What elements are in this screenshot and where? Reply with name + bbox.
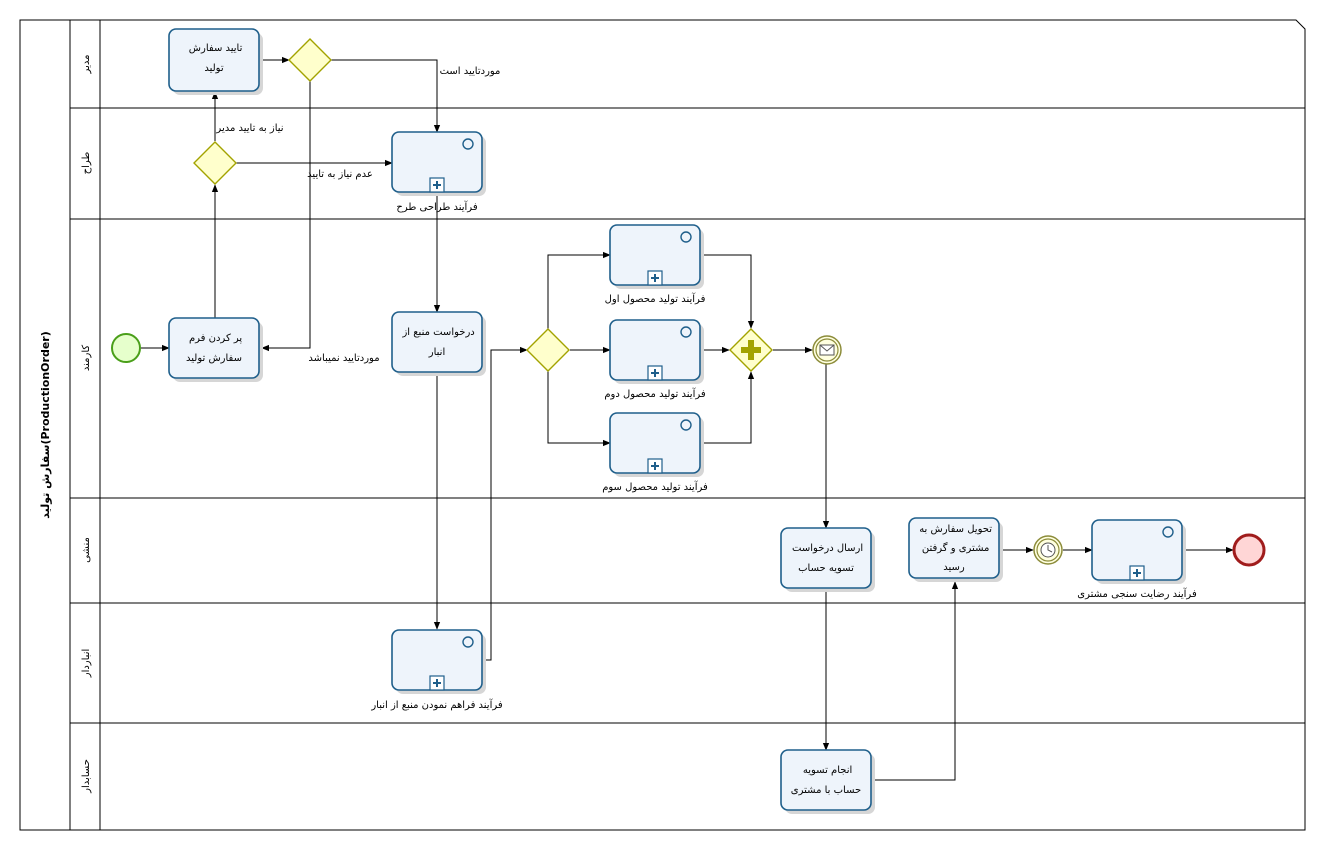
sequence-flows [141,56,1234,781]
lane-label-storekeeper: انباردار [81,649,92,679]
end-event-icon[interactable] [1232,533,1266,567]
plus-marker-icon [647,365,663,381]
flow-p3-join [701,371,755,444]
gateway-product-split[interactable] [526,328,570,372]
clock-icon[interactable] [1033,535,1063,565]
task-deliver-order[interactable]: تحویل سفارش به مشتری و گرفتن رسید [908,517,1003,582]
start-event-icon[interactable] [111,333,141,363]
subprocess-provide-resource-label: فرآیند فراهم نمودن منبع از انبار [370,698,503,711]
circle-marker-icon [462,138,474,150]
flow-label-not-approved: موردتایید نمیباشد [308,353,379,364]
flow-approved-design [331,59,441,133]
circle-marker-icon [680,326,692,338]
gateway-parallel-join[interactable] [729,328,773,372]
subprocess-design-label: فرآیند طراحی طرح [396,200,477,213]
lane-label-designer: طراح [81,152,92,175]
lane-labels: مدیر طراح کارمند منشی انباردار حسابدار [81,55,92,794]
plus-icon [741,340,761,360]
plus-marker-icon [429,675,445,691]
circle-marker-icon [680,231,692,243]
task-fill-form-label: پر کردن فرم سفارش تولید [186,333,243,364]
flow-p1-join [701,254,755,329]
task-approve-order[interactable]: تایید سفارش تولید [168,28,263,95]
plus-marker-icon [647,458,663,474]
circle-marker-icon [1162,526,1174,538]
subprocess-product1[interactable]: فرآیند تولید محصول اول [605,224,706,305]
task-approve-order-label: تایید سفارش تولید [186,43,243,74]
lane-label-accountant: حسابدار [81,759,92,794]
task-request-resource-label: درخواست منبع از انبار [399,327,474,358]
subprocess-product1-label: فرآیند تولید محصول اول [605,292,706,305]
task-fill-form[interactable]: پر کردن فرم سفارش تولید [168,317,263,382]
envelope-icon[interactable] [812,335,842,365]
task-request-resource[interactable]: درخواست منبع از انبار [391,311,486,376]
lane-label-manager: مدیر [81,55,92,75]
lane-label-employee: کارمند [81,345,92,371]
task-do-settlement-label: انجام تسویه حساب با مشتری [791,765,861,796]
plus-marker-icon [429,177,445,193]
flow-provide-gateway [484,346,528,661]
flow-label-approved: موردتایید است [440,66,501,77]
gateway-approval-decision[interactable] [288,38,332,82]
flow-split-p1 [547,251,611,330]
circle-marker-icon [462,636,474,648]
flow-label-no-approval: عدم نیاز به تایید [307,169,373,180]
flow-not-approved [261,81,311,352]
task-send-settlement[interactable]: ارسال درخواست تسویه حساب [780,527,875,592]
subprocess-product2-label: فرآیند تولید محصول دوم [604,387,706,400]
subprocess-satisfaction-label: فرآیند رضایت سنجی مشتری [1077,587,1197,600]
plus-marker-icon [647,270,663,286]
plus-marker-icon [1129,565,1145,581]
task-deliver-order-label: تحویل سفارش به مشتری و گرفتن رسید [916,524,992,573]
subprocess-provide-resource[interactable]: فرآیند فراهم نمودن منبع از انبار [370,629,503,711]
task-do-settlement[interactable]: انجام تسویه حساب با مشتری [780,749,875,814]
subprocess-product2[interactable]: فرآیند تولید محصول دوم [604,319,706,400]
lane-label-secretary: منشی [81,537,92,563]
gateway-needs-approval[interactable] [193,141,237,185]
subprocess-satisfaction[interactable]: فرآیند رضایت سنجی مشتری [1077,519,1197,600]
flow-labels: موردتایید است نیاز به تایید مدیر عدم نیا… [215,66,500,364]
subprocess-design[interactable]: فرآیند طراحی طرح [391,131,486,213]
circle-marker-icon [680,419,692,431]
flow-label-needs-approval: نیاز به تایید مدیر [215,123,283,134]
task-send-settlement-label: ارسال درخواست تسویه حساب [789,543,863,574]
flow-settle-deliver [872,581,959,781]
flow-split-p3 [547,371,611,447]
subprocess-product3[interactable]: فرآیند تولید محصول سوم [602,412,708,493]
subprocess-product3-label: فرآیند تولید محصول سوم [602,480,708,493]
pool-label: سفارش تولید(ProductionOrder) [39,331,52,519]
